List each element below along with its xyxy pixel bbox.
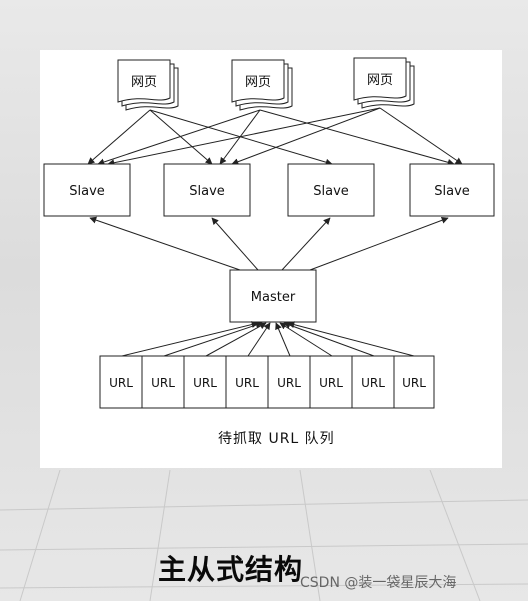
webpage-doc-1: 网页 xyxy=(117,59,179,111)
url-label: URL xyxy=(402,376,426,390)
url-cell: URL xyxy=(267,355,311,409)
webpage-label: 网页 xyxy=(245,75,271,90)
slave-node-1: Slave xyxy=(43,163,131,217)
webpage-label: 网页 xyxy=(131,75,157,90)
url-cell: URL xyxy=(225,355,269,409)
webpage-doc-3: 网页 xyxy=(353,57,415,109)
queue-caption: 待抓取 URL 队列 xyxy=(218,431,335,447)
watermark: CSDN @装一袋星辰大海 xyxy=(300,575,457,591)
url-label: URL xyxy=(193,376,217,390)
slave-label: Slave xyxy=(69,184,105,199)
webpage-doc-2: 网页 xyxy=(231,59,293,111)
master-node: Master xyxy=(229,269,317,323)
master-to-slave-arrows xyxy=(89,216,449,271)
url-cell: URL xyxy=(309,355,353,409)
url-cell: URL xyxy=(141,355,185,409)
url-label: URL xyxy=(109,376,133,390)
url-cell: URL xyxy=(183,355,227,409)
url-label: URL xyxy=(151,376,175,390)
master-label: Master xyxy=(251,290,296,305)
url-cell: URL xyxy=(393,355,435,409)
url-to-master-arrows xyxy=(121,321,415,357)
slave-label: Slave xyxy=(189,184,225,199)
page-title: 主从式结构 xyxy=(158,553,304,586)
url-label: URL xyxy=(277,376,301,390)
floor-background xyxy=(0,470,528,601)
url-cell: URL xyxy=(351,355,395,409)
webpage-label: 网页 xyxy=(367,73,393,88)
slave-label: Slave xyxy=(434,184,470,199)
url-label: URL xyxy=(235,376,259,390)
url-label: URL xyxy=(361,376,385,390)
url-label: URL xyxy=(319,376,343,390)
page-to-slave-arrows xyxy=(87,107,463,167)
slave-label: Slave xyxy=(313,184,349,199)
url-queue: URL URL URL URL URL URL URL URL xyxy=(99,355,435,409)
slave-node-4: Slave xyxy=(409,163,495,217)
url-cell: URL xyxy=(99,355,143,409)
slave-node-2: Slave xyxy=(163,163,251,217)
slave-node-3: Slave xyxy=(287,163,375,217)
